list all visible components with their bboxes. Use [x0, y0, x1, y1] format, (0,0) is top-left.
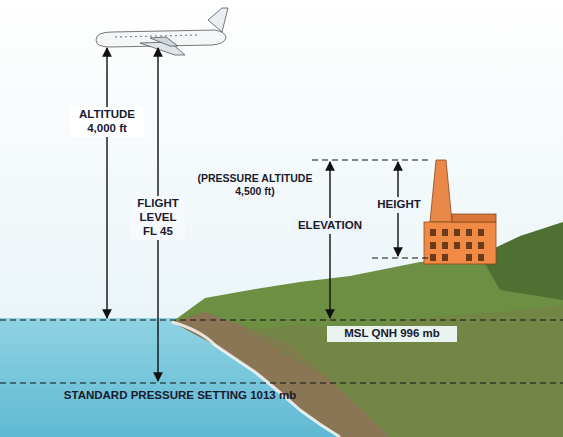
land-shade [240, 305, 563, 437]
flight-level-label: FLIGHT LEVEL FL 45 [131, 196, 185, 239]
airplane [96, 8, 228, 55]
reference-label: MSL QNH 996 mb [327, 326, 457, 342]
reference-lines [0, 160, 563, 383]
reference-label: STANDARD PRESSURE SETTING 1013 mb [30, 388, 330, 404]
altitude-label: ALTITUDE 4,000 ft [70, 107, 144, 137]
height-label: HEIGHT [372, 197, 426, 213]
elevation-label: ELEVATION [292, 218, 368, 234]
surf [172, 322, 340, 437]
factory [424, 160, 496, 264]
pressure-altitude-label: (PRESSURE ALTITUDE 4,500 ft) [194, 171, 316, 198]
